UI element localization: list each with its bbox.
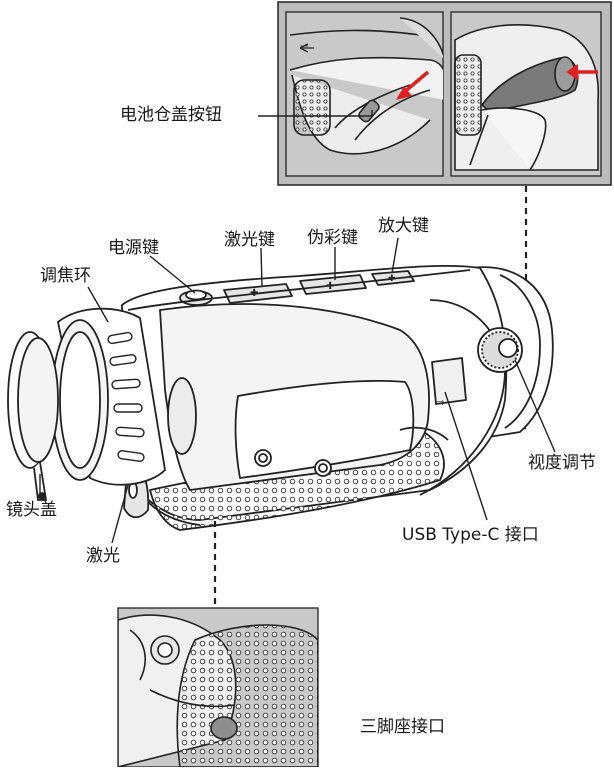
label-lens-cap: 镜头盖 xyxy=(6,500,57,520)
label-usb-port: USB Type-C 接口 xyxy=(402,525,539,545)
label-laser: 激光 xyxy=(86,546,120,566)
label-power-key: 电源键 xyxy=(108,238,159,258)
label-focus-ring: 调焦环 xyxy=(40,266,91,286)
tripod-socket xyxy=(210,716,238,740)
focus-ring xyxy=(51,307,166,486)
inset-panel-left: ⇌ xyxy=(285,11,444,177)
thermal-monocular: ✚ ✚ ✚ ⇨ xyxy=(121,265,554,531)
tripod-inset xyxy=(117,607,319,768)
label-zoom-key: 放大键 xyxy=(378,216,429,236)
power-button xyxy=(179,289,213,306)
label-diopter-adjust: 视度调节 xyxy=(528,453,596,473)
lens-cap xyxy=(7,331,59,501)
label-laser-key: 激光键 xyxy=(224,230,275,250)
arrow-icon xyxy=(396,70,430,100)
label-pseudo-color-key: 伪彩键 xyxy=(307,228,358,248)
diopter-dial xyxy=(477,327,523,373)
battery-inset: ⇌ xyxy=(277,1,612,186)
usb-icon: ⇌ xyxy=(300,42,308,53)
label-battery-cover-button: 电池仓盖按钮 xyxy=(120,105,222,125)
arrow-icon xyxy=(566,64,598,80)
label-tripod-mount: 三脚座接口 xyxy=(360,717,445,737)
inset-panel-right xyxy=(450,11,602,177)
usb-icon: ⇨ xyxy=(436,396,445,409)
